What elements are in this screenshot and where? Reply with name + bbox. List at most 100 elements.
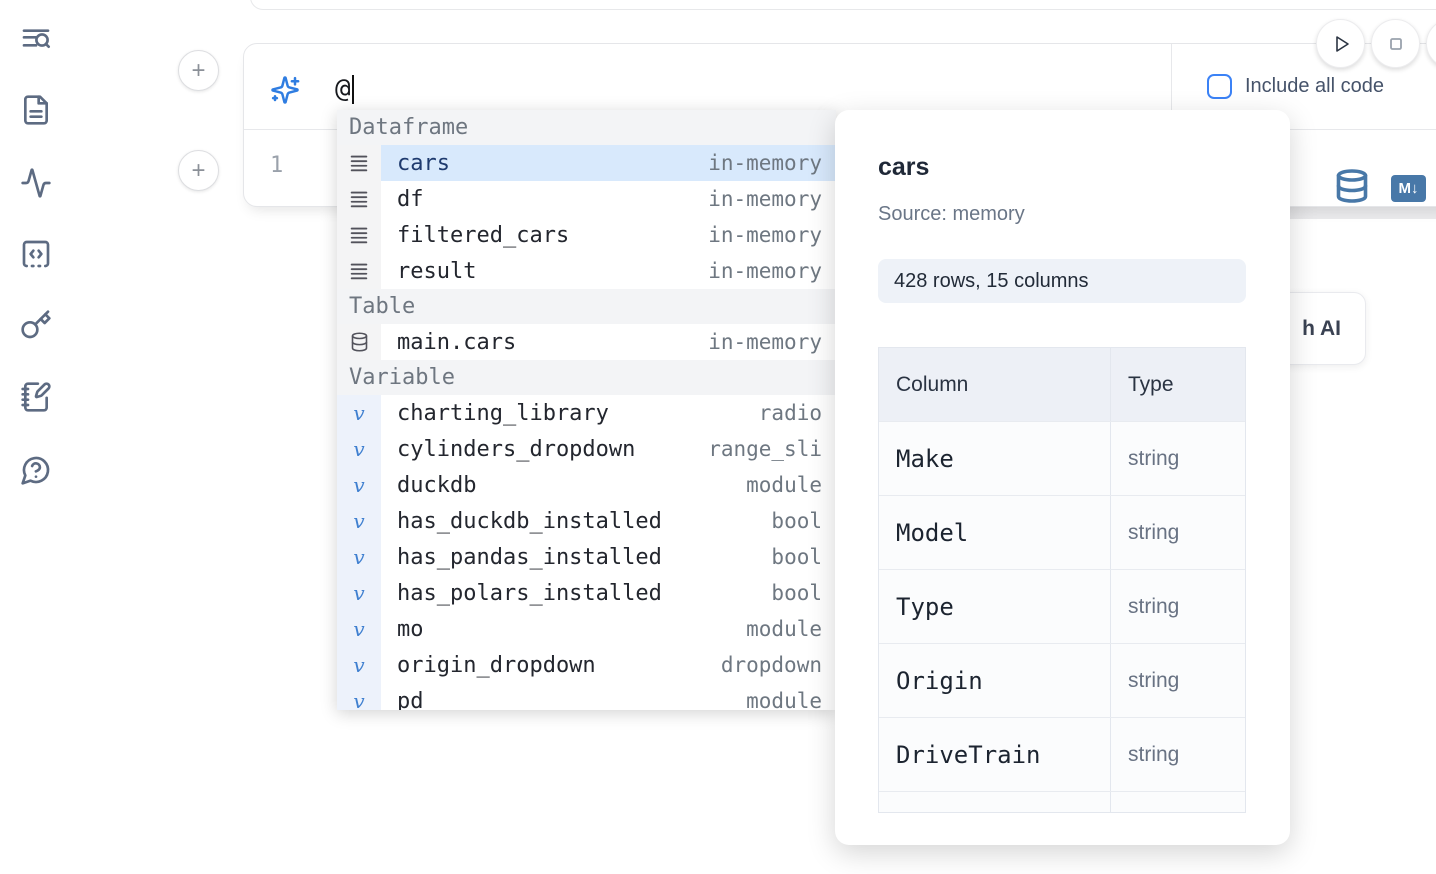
variable-icon: v — [353, 689, 365, 710]
item-name: origin_dropdown — [397, 652, 596, 678]
variable-icon: v — [353, 437, 365, 461]
item-type: in-memory — [708, 187, 822, 211]
completion-item-main-cars[interactable]: main.cars in-memory — [337, 324, 836, 360]
variable-icon: v — [353, 509, 365, 533]
ai-button-label: h AI — [1302, 316, 1341, 340]
item-name: pd — [397, 688, 424, 711]
key-icon[interactable] — [20, 309, 52, 341]
item-name: has_duckdb_installed — [397, 508, 662, 534]
column-header: Column — [896, 372, 969, 396]
item-name: cars — [397, 150, 450, 176]
column-name: Type — [896, 592, 954, 621]
variable-icon: v — [353, 545, 365, 569]
table-header-row: Column Type — [879, 348, 1245, 421]
preview-source: Source: memory — [878, 203, 1025, 225]
help-chat-icon[interactable] — [20, 454, 52, 486]
item-type: radio — [758, 401, 822, 425]
database-icon[interactable] — [1334, 167, 1370, 210]
item-name: filtered_cars — [397, 222, 570, 248]
item-type: module — [746, 617, 822, 641]
group-header-table: Table — [337, 289, 836, 324]
table-row: Model string — [879, 495, 1245, 569]
item-type: module — [746, 689, 822, 710]
table-row: Make string — [879, 421, 1245, 495]
dataframe-rows-icon — [337, 253, 381, 289]
item-name: duckdb — [397, 472, 477, 498]
item-type: bool — [771, 509, 822, 533]
item-type: in-memory — [708, 259, 822, 283]
line-number: 1 — [270, 153, 284, 178]
variable-icon: v — [353, 473, 365, 497]
notebook-pen-icon[interactable] — [20, 381, 52, 413]
completion-item-result[interactable]: result in-memory — [337, 253, 836, 289]
item-type: bool — [771, 545, 822, 569]
file-text-icon[interactable] — [20, 94, 52, 126]
item-type: dropdown — [720, 653, 822, 677]
preview-schema-table: Column Type Make string Model string Typ… — [878, 347, 1246, 813]
text-caret — [351, 74, 354, 104]
type-header: Type — [1128, 372, 1174, 396]
preview-shape-badge: 428 rows, 15 columns — [878, 259, 1246, 303]
variable-icon: v — [353, 617, 365, 641]
item-name: df — [397, 186, 424, 212]
sparkles-icon — [270, 75, 300, 105]
completion-item-mo[interactable]: v mo module — [337, 611, 836, 647]
activity-icon[interactable] — [20, 167, 52, 199]
ai-prompt-input[interactable]: @ — [335, 74, 354, 104]
table-database-icon — [337, 324, 381, 360]
run-cell-button[interactable] — [1316, 19, 1365, 68]
include-all-code-label: Include all code — [1245, 75, 1384, 97]
dataframe-rows-icon — [337, 217, 381, 253]
ai-prompt-row[interactable]: @ Include all code — [244, 44, 1436, 129]
completion-item-origin-dropdown[interactable]: v origin_dropdown dropdown — [337, 647, 836, 683]
item-name: charting_library — [397, 400, 609, 426]
column-type: string — [1128, 668, 1180, 692]
group-header-variable: Variable — [337, 360, 836, 395]
previous-cell-edge — [250, 0, 1436, 10]
variable-icon: v — [353, 401, 365, 425]
item-type: in-memory — [708, 151, 822, 175]
column-type: string — [1128, 520, 1180, 544]
list-search-icon[interactable] — [20, 24, 52, 56]
completion-item-has-pandas-installed[interactable]: v has_pandas_installed bool — [337, 539, 836, 575]
completion-item-pd[interactable]: v pd module — [337, 683, 836, 710]
item-name: main.cars — [397, 329, 517, 355]
prompt-text: @ — [335, 74, 351, 104]
table-row: DriveTrain string — [879, 717, 1245, 791]
completion-item-cars[interactable]: cars in-memory — [337, 145, 836, 181]
prompt-divider — [1171, 44, 1172, 129]
column-type: string — [1128, 594, 1180, 618]
completion-item-charting-library[interactable]: v charting_library radio — [337, 395, 836, 431]
column-name: Model — [896, 518, 969, 547]
item-name: mo — [397, 616, 424, 642]
column-type: string — [1128, 446, 1180, 470]
output-header-strip — [1250, 207, 1436, 219]
item-name: has_pandas_installed — [397, 544, 662, 570]
variable-icon: v — [353, 653, 365, 677]
table-row: Origin string — [879, 643, 1245, 717]
item-name: result — [397, 258, 477, 284]
markdown-icon[interactable]: M↓ — [1391, 175, 1426, 202]
column-name: DriveTrain — [896, 740, 1041, 769]
add-cell-button-top[interactable]: + — [178, 50, 219, 91]
item-type: in-memory — [708, 330, 822, 354]
sidebar — [0, 0, 72, 874]
completion-item-has-duckdb-installed[interactable]: v has_duckdb_installed bool — [337, 503, 836, 539]
include-all-code-checkbox[interactable] — [1207, 74, 1232, 99]
item-name: cylinders_dropdown — [397, 436, 636, 462]
table-row-clipped — [879, 791, 1245, 812]
code-square-icon[interactable] — [20, 238, 52, 270]
completion-item-df[interactable]: df in-memory — [337, 181, 836, 217]
add-cell-button-bottom[interactable]: + — [178, 150, 219, 191]
table-row: Type string — [879, 569, 1245, 643]
item-type: bool — [771, 581, 822, 605]
dataframe-preview-panel: cars Source: memory 428 rows, 15 columns… — [835, 110, 1290, 845]
stop-button[interactable] — [1371, 19, 1420, 68]
column-name: Make — [896, 444, 954, 473]
column-type: string — [1128, 742, 1180, 766]
